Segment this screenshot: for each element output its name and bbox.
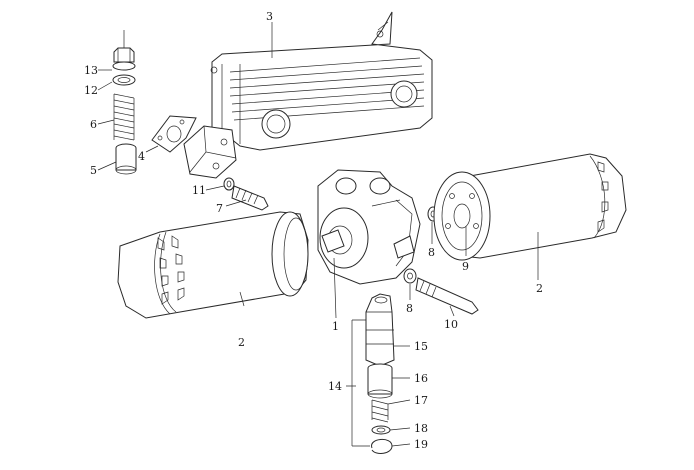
label-4: 4 — [138, 150, 145, 163]
oil-filter-right — [433, 153, 627, 261]
washer-8-lower — [403, 268, 417, 284]
sleeve — [367, 363, 393, 399]
filter-head — [317, 169, 421, 285]
gasket — [151, 115, 197, 153]
washer-18 — [371, 425, 391, 435]
label-1: 1 — [332, 320, 339, 333]
label-6: 6 — [90, 118, 97, 131]
label-16: 16 — [414, 372, 428, 385]
label-9: 9 — [462, 260, 469, 273]
plug — [112, 30, 136, 71]
circlip-19 — [371, 439, 393, 454]
oil-cooler — [210, 11, 433, 151]
label-3: 3 — [266, 10, 273, 23]
washer — [112, 74, 136, 86]
valve-block — [183, 125, 237, 179]
label-14: 14 — [328, 380, 342, 393]
bolt-washer-11 — [223, 177, 235, 191]
label-5: 5 — [90, 164, 97, 177]
oil-filter-left — [117, 211, 309, 319]
label-19: 19 — [414, 438, 428, 451]
label-10: 10 — [444, 318, 458, 331]
label-15: 15 — [414, 340, 428, 353]
label-17: 17 — [414, 394, 428, 407]
label-8-lower: 8 — [406, 302, 413, 315]
label-11: 11 — [192, 184, 206, 197]
label-7: 7 — [216, 202, 223, 215]
label-2-left: 2 — [238, 336, 245, 349]
part-labels: 3 13 12 6 4 5 11 7 8 9 2 8 10 1 2 15 16 … — [84, 10, 543, 451]
spring — [113, 93, 135, 141]
label-8-upper: 8 — [428, 246, 435, 259]
piston — [115, 143, 137, 175]
label-2-right: 2 — [536, 282, 543, 295]
bolt-7 — [231, 185, 269, 211]
bolt-10 — [415, 277, 479, 315]
label-13: 13 — [84, 64, 98, 77]
label-12: 12 — [84, 84, 98, 97]
pipe-fitting — [365, 293, 395, 367]
spring-17 — [371, 399, 389, 423]
label-18: 18 — [414, 422, 428, 435]
leader-lines — [97, 22, 539, 447]
